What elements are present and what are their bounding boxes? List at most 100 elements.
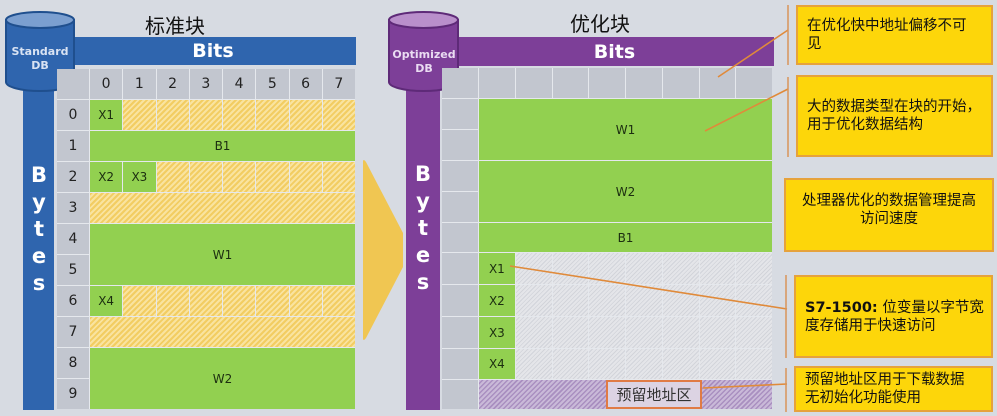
callout-large-types-first: 大的数据类型在块的开始， 用于优化数据结构 bbox=[796, 75, 993, 157]
padding-bit-cell bbox=[736, 317, 772, 348]
byte-row-header: 6 bbox=[57, 286, 89, 316]
padding-bit-cell bbox=[589, 253, 625, 284]
padding-bit-cell bbox=[662, 317, 699, 348]
callout-text-line: 度存储用于快速访问 bbox=[805, 317, 936, 334]
bit-column-header: 6 bbox=[289, 69, 322, 99]
unused-bit-cell bbox=[123, 100, 156, 130]
callout-text-line: S7-1500: 位变量以字节宽 bbox=[805, 299, 991, 317]
bit-column-header bbox=[589, 68, 625, 98]
variable-x2: X2 bbox=[479, 285, 515, 316]
standard-block-title: 标准块 bbox=[145, 14, 205, 38]
padding-bit-cell bbox=[589, 285, 625, 316]
callout-text-line: 预留地址区用于下载数据 bbox=[805, 372, 965, 388]
unused-bit-cell bbox=[156, 100, 189, 130]
optimized-bytes-label: Bytes bbox=[411, 162, 435, 297]
padding-bit-cell bbox=[626, 285, 662, 316]
unused-bit-cell bbox=[289, 100, 322, 130]
optimized-db-label-line2: DB bbox=[415, 62, 433, 75]
variable-b1: B1 bbox=[479, 223, 772, 252]
callout-address-offset: 在优化快中地址偏移不可 见 bbox=[796, 5, 993, 65]
standard-bits-label: Bits bbox=[192, 40, 234, 62]
callout-reserved-area: 预留地址区用于下载数据 无初始化功能使用 bbox=[794, 366, 993, 412]
standard-db-label: Standard DB bbox=[6, 45, 74, 73]
bit-column-header: 4 bbox=[223, 69, 256, 99]
bit-column-header bbox=[626, 68, 662, 98]
callout-text-line: 在优化快中地址偏移不可 bbox=[807, 18, 967, 34]
variable-x2: X2 bbox=[90, 162, 123, 192]
standard-bytes-label: Bytes bbox=[27, 163, 51, 298]
padding-bit-cell bbox=[589, 317, 625, 348]
bit-column-header bbox=[699, 68, 736, 98]
standard-block-grid: 0 1 2 3 4 5 6 7 0 1 2 3 4 5 6 7 8 9 X1 B… bbox=[57, 69, 355, 409]
byte-row-header bbox=[442, 223, 478, 252]
padding-bit-cell bbox=[552, 349, 589, 379]
variable-x4: X4 bbox=[90, 286, 123, 316]
padding-bit-cell bbox=[515, 349, 552, 379]
padding-bit-cell bbox=[589, 349, 625, 379]
optimized-bits-label: Bits bbox=[593, 40, 636, 63]
callout-s7-1500-bits: S7-1500: 位变量以字节宽 度存储用于快速访问 bbox=[794, 275, 993, 358]
bit-column-header: 7 bbox=[322, 69, 355, 99]
variable-x3: X3 bbox=[479, 317, 515, 348]
byte-row-header bbox=[442, 99, 478, 129]
callout-bold-prefix: S7-1500: bbox=[805, 299, 878, 316]
unused-bit-cell bbox=[223, 100, 256, 130]
reserved-address-label: 预留地址区 bbox=[606, 380, 702, 409]
bit-column-header bbox=[479, 68, 515, 98]
variable-w2: W2 bbox=[479, 161, 772, 222]
padding-bit-cell bbox=[515, 317, 552, 348]
unused-bit-cell bbox=[189, 286, 222, 316]
callout-text-line: 见 bbox=[807, 36, 822, 52]
callout-text-line: 用于优化数据结构 bbox=[807, 117, 923, 133]
unused-bit-cell bbox=[156, 286, 189, 316]
variable-w2: W2 bbox=[90, 348, 355, 409]
variable-w1: W1 bbox=[479, 99, 772, 160]
bit-column-header: 0 bbox=[90, 69, 123, 99]
padding-bit-cell bbox=[699, 285, 736, 316]
variable-w1: W1 bbox=[90, 224, 355, 285]
unused-bit-cell bbox=[256, 162, 289, 192]
callout-text-fragment: 位变量以字节宽 bbox=[877, 299, 984, 316]
grid-corner bbox=[442, 68, 478, 98]
byte-row-header bbox=[442, 253, 478, 284]
padding-bit-cell bbox=[552, 253, 589, 284]
optimized-block-grid: W1 W2 B1 X1 X2 X3 X4 预留地址区 bbox=[442, 68, 772, 409]
unused-bit-cell bbox=[189, 100, 222, 130]
byte-row-header bbox=[442, 130, 478, 160]
padding-bit-cell bbox=[699, 253, 736, 284]
standard-db-label-line2: DB bbox=[31, 59, 49, 72]
padding-bit-cell bbox=[515, 253, 552, 284]
padding-bit-cell bbox=[736, 253, 772, 284]
callout-processor-optimized: 处理器优化的数据管理提高 访问速度 bbox=[784, 178, 994, 252]
byte-row-header bbox=[442, 380, 478, 409]
optimized-db-label-line1: Optimized bbox=[392, 48, 456, 61]
byte-row-header bbox=[442, 161, 478, 191]
padding-bit-cell bbox=[736, 349, 772, 379]
unused-bit-cell bbox=[256, 286, 289, 316]
padding-bit-cell bbox=[626, 317, 662, 348]
callout-text-line: 大的数据类型在块的开始， bbox=[807, 99, 981, 115]
optimized-block-title: 优化块 bbox=[570, 12, 630, 36]
unused-bit-cell bbox=[322, 162, 355, 192]
standard-bits-bar: Bits bbox=[70, 37, 356, 65]
padding-bit-cell bbox=[662, 349, 699, 379]
padding-bit-cell bbox=[626, 253, 662, 284]
standard-bytes-bar bbox=[23, 80, 54, 410]
unused-bit-cell bbox=[123, 286, 156, 316]
variable-x1: X1 bbox=[479, 253, 515, 284]
grid-corner bbox=[57, 69, 89, 99]
variable-x4: X4 bbox=[479, 349, 515, 379]
byte-row-header: 7 bbox=[57, 317, 89, 347]
reserved-address-area: 预留地址区 bbox=[479, 380, 772, 409]
padding-bit-cell bbox=[552, 317, 589, 348]
unused-byte-row bbox=[90, 193, 355, 223]
byte-row-header: 4 bbox=[57, 224, 89, 254]
byte-row-header: 2 bbox=[57, 162, 89, 192]
callout-text-line: 无初始化功能使用 bbox=[805, 390, 921, 406]
padding-bit-cell bbox=[699, 317, 736, 348]
optimized-db-label: Optimized DB bbox=[389, 48, 459, 76]
unused-bit-cell bbox=[223, 162, 256, 192]
callout-text-line: 处理器优化的数据管理提高 bbox=[802, 193, 976, 209]
byte-row-header bbox=[442, 317, 478, 348]
unused-bit-cell bbox=[223, 286, 256, 316]
